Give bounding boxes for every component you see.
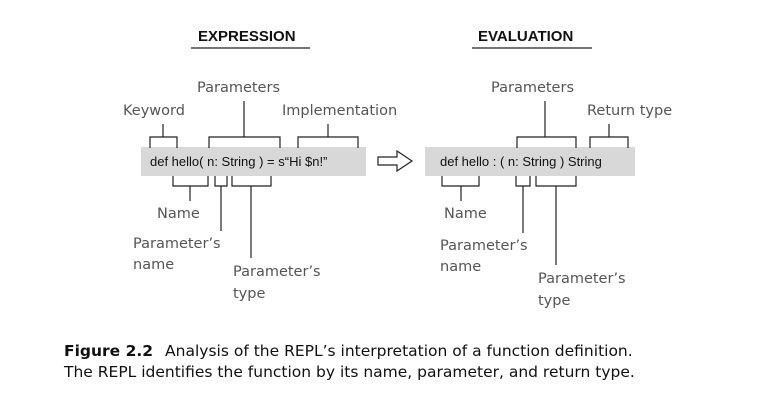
expression-param-name-bracket [214, 176, 228, 187]
expression-param-type-bracket [231, 176, 272, 187]
expression-code-bar [141, 147, 366, 176]
expression-param-type-label-line2: type [233, 286, 266, 302]
caption-line-1: Figure 2.2 Analysis of the REPL’s interpr… [64, 341, 635, 362]
evaluation-parameters-label: Parameters [491, 80, 574, 96]
implementation-bracket [297, 136, 359, 148]
expression-param-name-label-line2: name [133, 257, 175, 273]
caption-text-1: Analysis of the REPL’s interpretation of… [165, 342, 633, 360]
evaluation-parameters-bracket [516, 136, 577, 148]
evaluation-param-type-label-line2: type [538, 293, 571, 309]
figure-number: Figure 2.2 [64, 342, 154, 360]
evaluation-param-type-label-line1: Parameter’s [538, 271, 626, 287]
return-type-bracket [589, 136, 629, 148]
expression-code: def hello( n: String ) = s“Hi $n!” [150, 154, 328, 169]
figure-caption: Figure 2.2 Analysis of the REPL’s interpr… [64, 341, 635, 383]
expression-name-label: Name [157, 206, 200, 222]
transform-arrow [377, 149, 414, 173]
keyword-bracket [149, 136, 178, 148]
evaluation-name-label: Name [444, 206, 487, 222]
evaluation-param-name-label-line1: Parameter’s [440, 238, 528, 254]
evaluation-code: def hello : ( n: String ) String [440, 154, 602, 169]
evaluation-name-bracket [441, 176, 480, 187]
caption-line-2: The REPL identifies the function by its … [64, 363, 635, 381]
implementation-label: Implementation [282, 103, 398, 119]
expression-param-type-label-line1: Parameter’s [233, 264, 321, 280]
evaluation-heading: EVALUATION [478, 28, 574, 45]
evaluation-param-name-bracket [515, 176, 531, 187]
expression-parameters-bracket [208, 136, 281, 148]
evaluation-param-type-bracket [535, 176, 577, 187]
expression-heading: EXPRESSION [198, 28, 296, 45]
expression-param-name-label-line1: Parameter’s [133, 236, 221, 252]
expression-name-bracket [172, 176, 209, 187]
evaluation-code-bar [425, 147, 635, 176]
expression-parameters-label: Parameters [197, 80, 280, 96]
keyword-label: Keyword [123, 103, 185, 119]
return-type-label: Return type [587, 103, 673, 119]
evaluation-param-name-label-line2: name [440, 259, 482, 275]
